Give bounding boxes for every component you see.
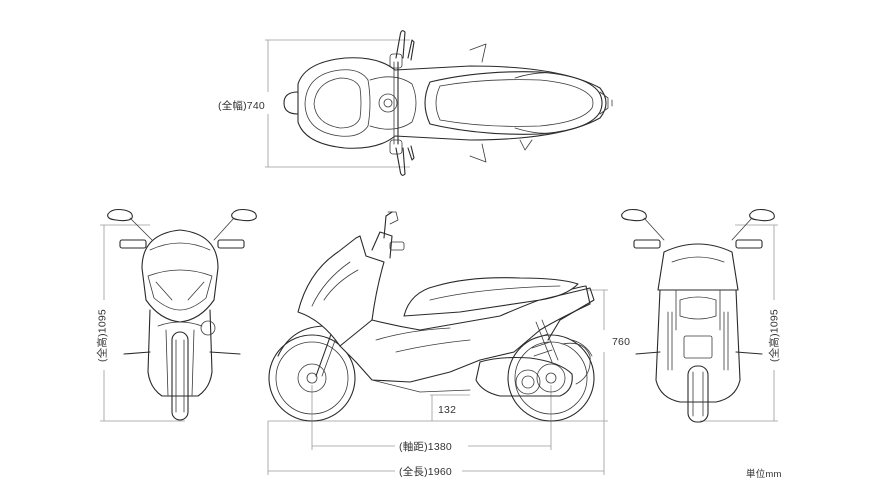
- rear-view: [621, 208, 775, 423]
- front-height-label: (全高)1095: [96, 309, 109, 362]
- rear-height-label: (全高)1095: [768, 309, 781, 362]
- top-view: [283, 30, 613, 176]
- ground-clearance-label: 132: [438, 404, 457, 416]
- side-view: [268, 211, 595, 422]
- wheelbase-label: (軸距)1380: [399, 441, 452, 453]
- overall-length-label: (全長)1960: [399, 466, 452, 478]
- unit-label: 単位mm: [746, 469, 782, 480]
- width-label: (全幅)740: [218, 100, 265, 112]
- front-view: [107, 208, 257, 421]
- seat-height-label: 760: [612, 336, 631, 348]
